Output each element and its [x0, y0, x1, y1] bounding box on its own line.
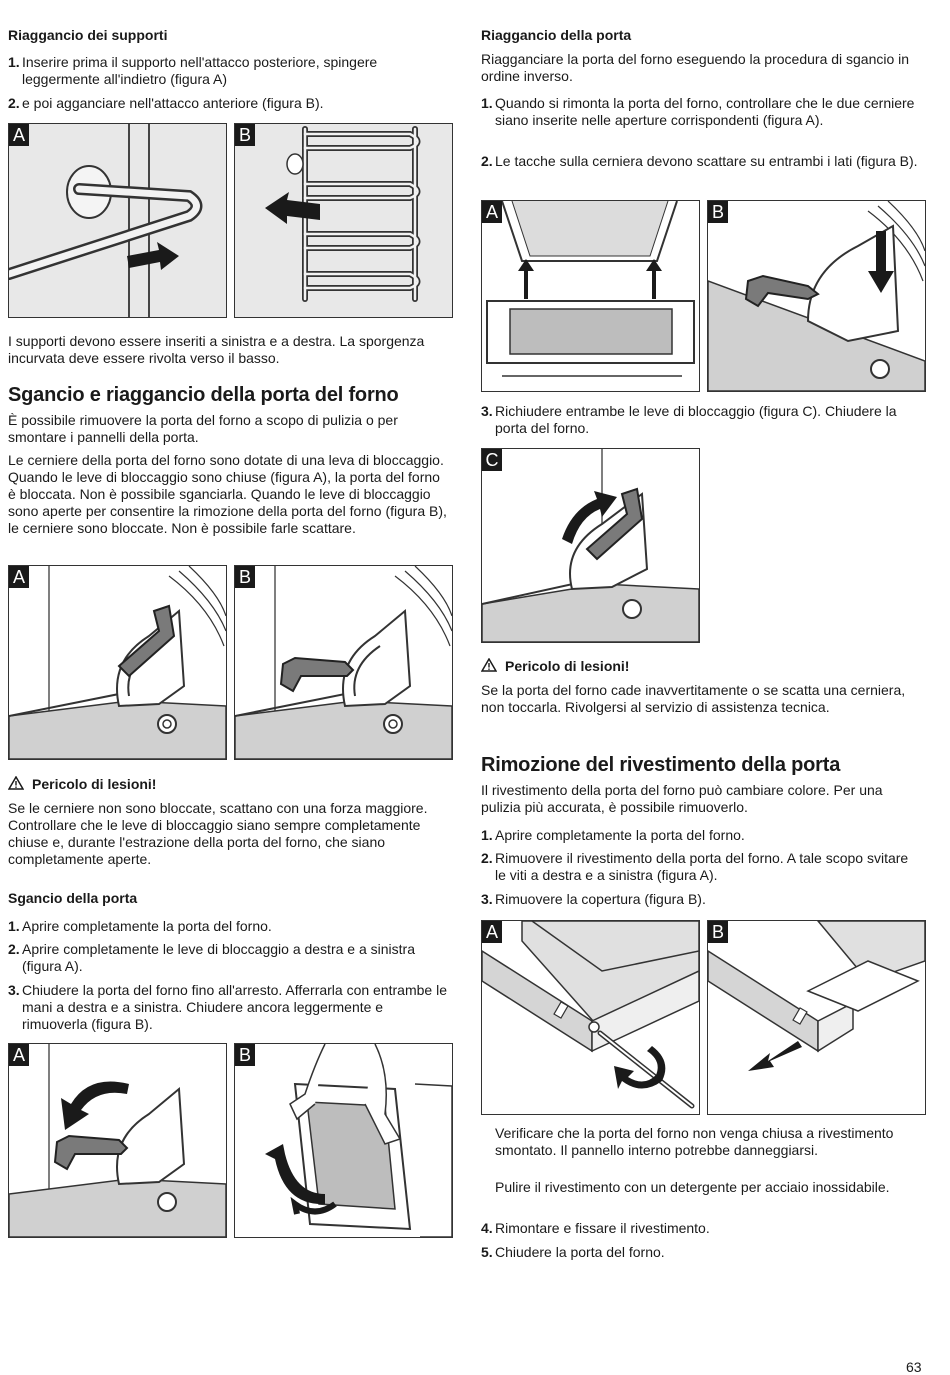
page-number: 63: [906, 1359, 922, 1375]
warning-title-right: Pericolo di lesioni!: [481, 658, 629, 674]
figure-label: B: [235, 566, 255, 588]
list-item: 1. Quando si rimonta la porta del forno,…: [481, 95, 915, 128]
list-item: 2. Le tacche sulla cerniera devono scatt…: [481, 153, 918, 169]
cover-note-2: Pulire il rivestimento con un detergente…: [495, 1179, 890, 1195]
figure-cover-b: B: [707, 920, 926, 1115]
figure-hinge-open: B: [234, 565, 453, 760]
cover-heading: Rimozione del rivestimento della porta: [481, 754, 841, 776]
figure-cover-a: A: [481, 920, 700, 1115]
figure-label: A: [9, 124, 29, 146]
list-item: 2. e poi agganciare nell'attacco anterio…: [8, 95, 324, 111]
figure-unhook-b: B: [234, 1043, 453, 1238]
figure-supports-a: A: [8, 123, 227, 318]
figure-rehook-b: B: [707, 200, 926, 392]
supports-note: I supporti devono essere inseriti a sini…: [8, 333, 425, 366]
figure-label: A: [9, 566, 29, 588]
figure-unhook-a: A: [8, 1043, 227, 1238]
list-item: 5. Chiudere la porta del forno.: [481, 1244, 665, 1260]
figure-label: B: [708, 201, 728, 223]
figure-rehook-c: C: [481, 448, 700, 643]
door-paragraph-1: È possibile rimuovere la porta del forno…: [8, 412, 398, 445]
list-item: 3. Richiudere entrambe le leve di blocca…: [481, 403, 897, 436]
rehook-intro: Riagganciare la porta del forno eseguend…: [481, 51, 910, 84]
list-item: 1. Inserire prima il supporto nell'attac…: [8, 54, 378, 87]
supports-heading: Riaggancio dei supporti: [8, 27, 168, 43]
unhook-heading: Sgancio della porta: [8, 890, 138, 906]
figure-label: B: [235, 1044, 255, 1066]
door-heading: Sgancio e riaggancio della porta del for…: [8, 384, 399, 406]
figure-label: A: [482, 921, 502, 943]
figure-label: C: [482, 449, 502, 471]
list-item: 4. Rimontare e fissare il rivestimento.: [481, 1220, 710, 1236]
figure-supports-b: B: [234, 123, 453, 318]
warning-title-left: Pericolo di lesioni!: [8, 776, 156, 792]
figure-label: B: [235, 124, 255, 146]
list-item: 3. Chiudere la porta del forno fino all'…: [8, 982, 447, 1032]
list-item: 1. Aprire completamente la porta del for…: [481, 827, 745, 843]
warning-icon: [8, 776, 24, 790]
door-paragraph-2: Le cerniere della porta del forno sono d…: [8, 452, 447, 536]
figure-label: A: [482, 201, 502, 223]
figure-rehook-a: A: [481, 200, 700, 392]
cover-intro: Il rivestimento della porta del forno pu…: [481, 782, 883, 815]
warning-text-right: Se la porta del forno cade inavvertitame…: [481, 682, 906, 715]
warning-text-left: Se le cerniere non sono bloccate, scatta…: [8, 800, 428, 867]
cover-note-1: Verificare che la porta del forno non ve…: [495, 1125, 894, 1158]
list-item: 3. Rimuovere la copertura (figura B).: [481, 891, 706, 907]
rehook-heading: Riaggancio della porta: [481, 27, 632, 43]
list-item: 2. Rimuovere il rivestimento della porta…: [481, 850, 909, 883]
warning-icon: [481, 658, 497, 672]
figure-label: B: [708, 921, 728, 943]
list-item: 1. Aprire completamente la porta del for…: [8, 918, 272, 934]
figure-label: A: [9, 1044, 29, 1066]
figure-hinge-closed: A: [8, 565, 227, 760]
list-item: 2. Aprire completamente le leve di blocc…: [8, 941, 415, 974]
